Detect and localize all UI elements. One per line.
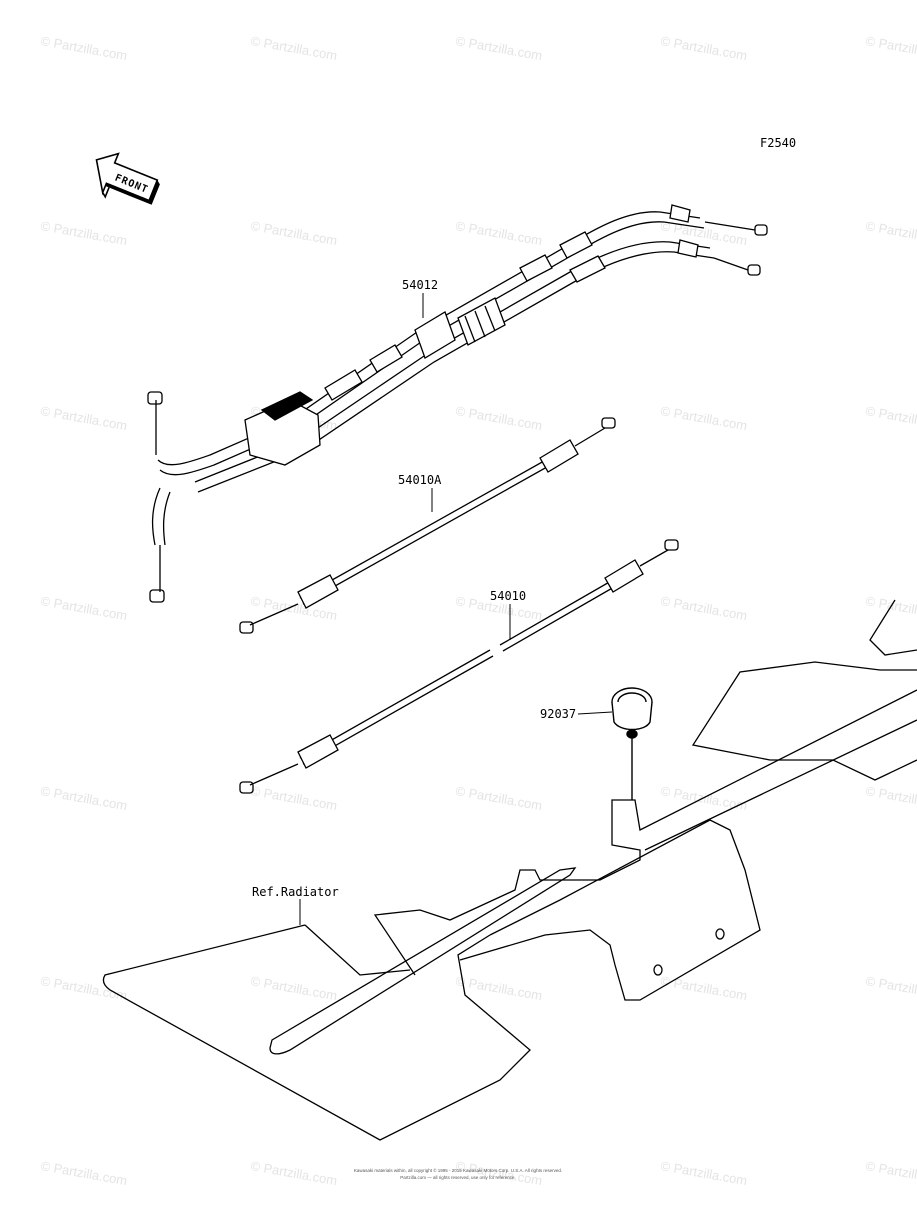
copyright-line-1: Kawasaki materials within, all copyright… — [354, 1167, 562, 1173]
watermark-text: © Partzilla.com — [39, 973, 128, 1003]
watermark-text: © Partzilla.com — [249, 783, 338, 813]
ref-radiator-label: Ref.Radiator — [252, 885, 339, 899]
watermark-text: © Partzilla.com — [659, 403, 748, 433]
callout-ref-radiator: Ref.Radiator — [252, 885, 339, 925]
part-number-54012: 54012 — [402, 278, 438, 292]
watermark-text: © Partzilla.com — [39, 593, 128, 623]
watermark-text: © Partzilla.com — [864, 593, 917, 623]
throttle-cable-assembly — [147, 204, 768, 603]
part-number-92037: 92037 — [540, 707, 576, 721]
watermark-text: © Partzilla.com — [454, 973, 543, 1003]
watermark-text: © Partzilla.com — [249, 973, 338, 1003]
front-arrow-icon: FRONT — [95, 152, 160, 205]
watermark-layer: © Partzilla.com © Partzilla.com © Partzill… — [39, 33, 917, 1188]
watermark-text: © Partzilla.com — [659, 973, 748, 1003]
watermark-text: © Partzilla.com — [39, 783, 128, 813]
callout-92037: 92037 — [540, 707, 613, 721]
figure-code: F2540 — [760, 136, 796, 150]
watermark-text: © Partzilla.com — [864, 33, 917, 63]
watermark-text: © Partzilla.com — [249, 218, 338, 248]
watermark-text: © Partzilla.com — [39, 1158, 128, 1188]
watermark-text: © Partzilla.com — [39, 218, 128, 248]
watermark-text: © Partzilla.com — [864, 403, 917, 433]
watermark-text: © Partzilla.com — [659, 593, 748, 623]
watermark-text: © Partzilla.com — [864, 1158, 917, 1188]
watermark-text: © Partzilla.com — [454, 783, 543, 813]
watermark-text: © Partzilla.com — [249, 33, 338, 63]
choke-cable-54010a — [239, 417, 616, 634]
part-number-54010a: 54010A — [398, 473, 442, 487]
watermark-text: © Partzilla.com — [864, 218, 917, 248]
radiator-reference-outline — [102, 599, 917, 1141]
watermark-text: © Partzilla.com — [864, 783, 917, 813]
callout-54010a: 54010A — [398, 473, 442, 512]
watermark-text: © Partzilla.com — [39, 33, 128, 63]
watermark-text: © Partzilla.com — [659, 1158, 748, 1188]
watermark-text: © Partzilla.com — [864, 973, 917, 1003]
choke-cable-54010 — [239, 539, 679, 794]
part-number-54010: 54010 — [490, 589, 526, 603]
copyright-line-2: Partzilla.com — all rights reserved, use… — [400, 1175, 516, 1180]
watermark-text: © Partzilla.com — [39, 403, 128, 433]
watermark-text: © Partzilla.com — [454, 33, 543, 63]
watermark-text: © Partzilla.com — [454, 1158, 543, 1188]
watermark-text: © Partzilla.com — [659, 33, 748, 63]
callout-54012: 54012 — [402, 278, 438, 318]
watermark-text: © Partzilla.com — [454, 403, 543, 433]
watermark-text: © Partzilla.com — [454, 218, 543, 248]
callout-54010: 54010 — [490, 589, 526, 640]
cable-clamp-92037 — [611, 687, 653, 800]
watermark-text: © Partzilla.com — [249, 1158, 338, 1188]
